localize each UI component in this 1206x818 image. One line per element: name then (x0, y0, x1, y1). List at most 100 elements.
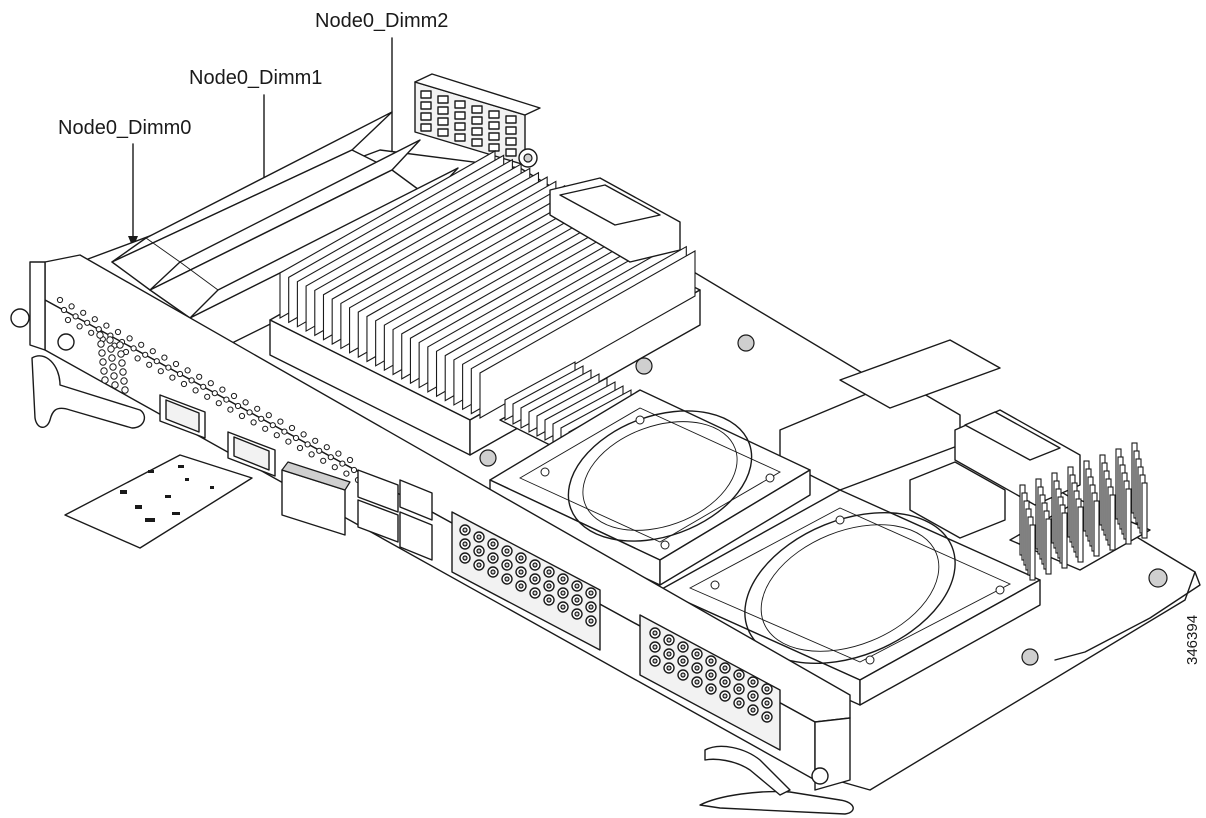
coax-pin (764, 686, 770, 692)
connector-hole (488, 110, 500, 119)
coax-pin (476, 534, 482, 540)
pull-tab (64, 454, 253, 549)
connector-hole (437, 117, 449, 126)
vent-hole (165, 364, 172, 371)
vent-hole (304, 441, 311, 448)
vent-hole (219, 386, 226, 393)
vent-hole (114, 328, 122, 336)
vent-hole (95, 326, 102, 333)
vent-hole (269, 422, 276, 429)
connector-hole (454, 122, 466, 131)
connector-hole (437, 106, 449, 115)
vent-hole (192, 387, 199, 394)
coax-pin (736, 686, 742, 692)
heatsink-pin (1029, 524, 1036, 581)
coax-pin (560, 590, 566, 596)
connector-hole (471, 127, 483, 136)
vent-hole (265, 412, 272, 419)
connector-hole (420, 101, 432, 110)
vent-hole (169, 374, 176, 381)
vent-hole (116, 341, 124, 349)
vent-hole (215, 400, 222, 407)
coax-pin (750, 707, 756, 713)
connector-hole (420, 112, 432, 121)
vent-hole (312, 437, 319, 444)
vent-hole (101, 376, 109, 384)
vent-hole (207, 380, 214, 387)
vent-hole (254, 405, 261, 412)
pin-heatsink (1009, 442, 1168, 666)
vent-hole (300, 431, 307, 438)
vent-hole (117, 350, 125, 358)
heatsink-pin (1109, 494, 1116, 551)
callout-label-dimm1: Node0_Dimm1 (189, 67, 322, 89)
vent-hole (200, 383, 207, 390)
connector-hole (454, 100, 466, 109)
heatsink-pin (1093, 500, 1100, 557)
connector-hole (471, 105, 483, 114)
connector-hole (488, 121, 500, 130)
vent-hole (211, 390, 218, 397)
coax-pin (764, 714, 770, 720)
vent-hole (292, 434, 300, 442)
coax-pin (588, 604, 594, 610)
connector-hole (488, 132, 500, 141)
coax-pin (560, 576, 566, 582)
vent-hole (196, 373, 203, 380)
callout-label-dimm2: Node0_Dimm2 (315, 10, 448, 32)
vent-hole (180, 380, 188, 388)
connector-hole (505, 115, 517, 124)
vent-hole (60, 306, 68, 314)
vent-hole (146, 361, 153, 368)
figure-id: 346394 (1184, 615, 1201, 665)
vent-hole (238, 412, 246, 420)
heatsink-pin (1125, 488, 1132, 545)
vent-hole (227, 406, 234, 413)
connector-hole (420, 90, 432, 99)
vent-hole (281, 428, 288, 435)
vent-hole (331, 464, 338, 471)
vent-hole (100, 367, 108, 375)
vent-hole (80, 309, 87, 316)
coax-pin (680, 658, 686, 664)
vent-hole (273, 432, 280, 439)
vent-hole (88, 329, 95, 336)
connector-hole (454, 111, 466, 120)
coax-pin (518, 583, 524, 589)
vent-hole (320, 457, 327, 464)
vent-hole (119, 368, 127, 376)
coax-panel-1 (451, 511, 601, 651)
vent-hole (126, 335, 133, 342)
heatsink-pin (1061, 512, 1068, 569)
coax-pin (750, 693, 756, 699)
coax-pin (666, 637, 672, 643)
coax-pin (504, 576, 510, 582)
coax-pin (666, 651, 672, 657)
vent-hole (176, 370, 184, 378)
connector-hole (471, 116, 483, 125)
vent-hole (262, 425, 269, 432)
coax-pin (476, 562, 482, 568)
front-faceplate (29, 254, 851, 791)
connector-hole (505, 126, 517, 135)
connector-hole (437, 95, 449, 104)
coax-pin (652, 644, 658, 650)
sfp-module (281, 461, 351, 536)
vent-hole (335, 450, 342, 457)
vent-hole (316, 447, 323, 454)
coax-pin (708, 672, 714, 678)
vent-hole (121, 386, 129, 394)
callout-dimm0: Node0_Dimm0 (58, 117, 191, 248)
coax-panel-2 (639, 614, 781, 751)
coax-pin (652, 630, 658, 636)
coax-pin (694, 651, 700, 657)
vent-hole (153, 358, 160, 365)
vent-hole (204, 393, 211, 400)
vent-hole (188, 377, 195, 384)
vent-hole (72, 313, 79, 320)
coax-pin (680, 644, 686, 650)
coax-pin (532, 562, 538, 568)
vent-hole (246, 409, 253, 416)
vent-hole (84, 319, 91, 326)
vent-hole (76, 323, 83, 330)
